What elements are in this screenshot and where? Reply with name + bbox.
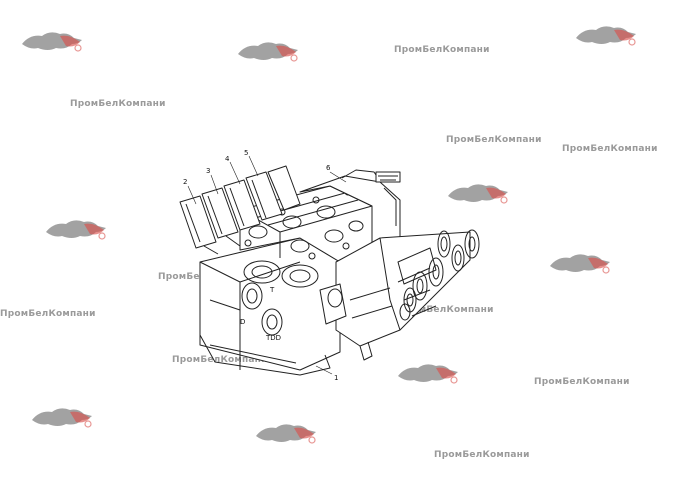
port-label-d: D	[240, 318, 245, 326]
watermark-text: ПромБелКомпани	[562, 144, 658, 154]
watermark-text: ПромБелКомпани	[70, 99, 166, 109]
callout-1: 1	[334, 374, 338, 382]
watermark-logo	[46, 220, 106, 240]
control-handles	[179, 165, 301, 255]
watermark-logo	[550, 254, 610, 274]
watermark-text: ПромБелКомпани	[434, 450, 530, 460]
port-label-t: T	[269, 286, 275, 294]
callout-4: 4	[225, 155, 230, 163]
watermark-text: ПромБелКомпани	[446, 135, 542, 145]
watermark-logo	[398, 364, 458, 384]
watermark-logo	[256, 424, 316, 444]
watermark-text: ПромБелКомпани	[0, 309, 96, 319]
leader-lines	[187, 155, 347, 375]
port-label-tdd: TDD	[265, 334, 281, 342]
watermark-logo	[448, 184, 508, 204]
watermark-logo	[576, 26, 636, 46]
watermark-logo	[32, 408, 92, 428]
valve-body-base	[199, 237, 341, 376]
watermark-text: ПромБелКомпани	[534, 377, 630, 387]
watermark-text: ПромБелКомпани	[172, 355, 268, 365]
watermark-text: ПромБелКомпани	[394, 45, 490, 55]
callout-3: 3	[206, 167, 210, 175]
watermark-logo	[238, 42, 298, 62]
callout-6: 6	[326, 164, 331, 172]
watermark-text: ПромБелКомпани	[398, 305, 494, 315]
callout-2: 2	[183, 178, 187, 186]
port-fittings	[397, 229, 480, 321]
callout-5: 5	[244, 149, 248, 157]
watermark-logo	[22, 32, 82, 52]
side-manifold	[319, 231, 471, 361]
